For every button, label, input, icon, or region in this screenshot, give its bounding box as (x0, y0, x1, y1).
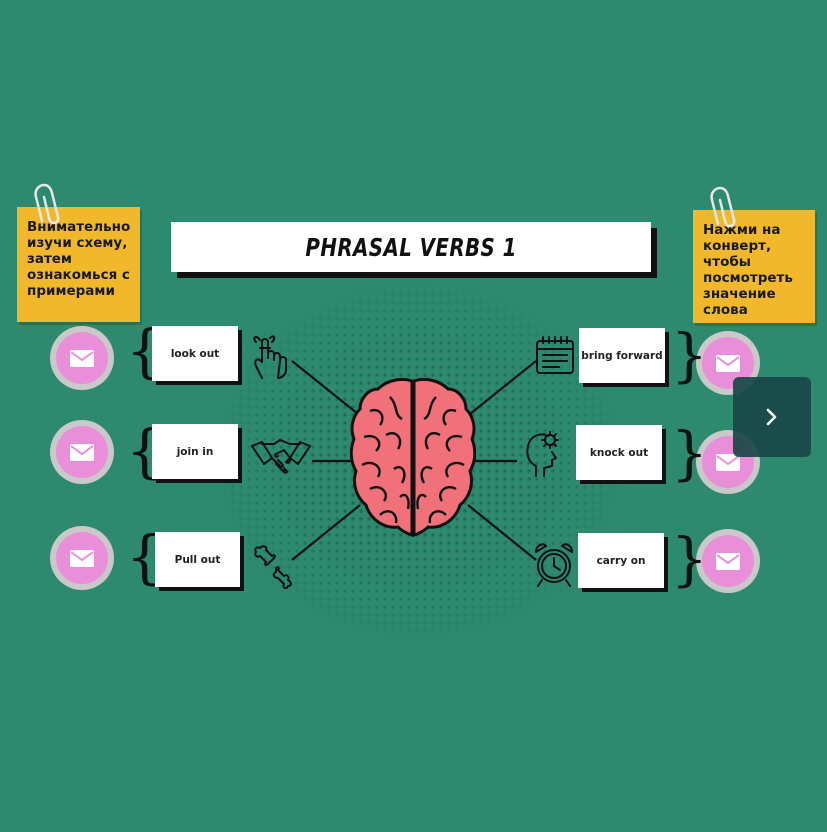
note-line: Нажми на (703, 222, 781, 238)
envelope-icon (70, 549, 94, 567)
calendar-icon (536, 336, 574, 374)
brain-illustration (350, 377, 476, 537)
verb-card-look-out[interactable]: look out (152, 326, 238, 381)
envelope-button-pull-out[interactable] (50, 526, 114, 590)
envelope-icon (70, 443, 94, 461)
next-slide-button[interactable] (733, 377, 811, 457)
verb-label: knock out (589, 446, 649, 459)
envelope-button-knock-out[interactable] (696, 430, 760, 494)
envelope-icon (716, 552, 740, 570)
envelope-icon (716, 354, 740, 372)
brace-right: } (671, 525, 708, 593)
bone-icon (254, 545, 292, 590)
brace-right: } (671, 419, 708, 487)
verb-label: bring forward (581, 349, 663, 362)
note-line: чтобы (703, 254, 752, 270)
verb-card-knock-out[interactable]: knock out (576, 425, 662, 480)
finger-string-icon (253, 335, 287, 379)
head-gear-icon (526, 431, 559, 477)
note-line: ознакомься с (27, 267, 130, 283)
chevron-right-icon (766, 408, 777, 426)
note-line: значение (703, 286, 776, 302)
note-line: изучи схему, (27, 235, 128, 251)
envelope-button-join-in[interactable] (50, 420, 114, 484)
verb-label: look out (170, 347, 220, 360)
page-title: PHRASAL VERBS 1 (305, 232, 517, 262)
alarm-clock-icon (535, 543, 573, 587)
paperclip-icon (34, 183, 60, 225)
title-banner: PHRASAL VERBS 1 (171, 222, 651, 272)
note-line: примерами (27, 283, 115, 299)
verb-card-join-in[interactable]: join in (152, 424, 238, 479)
verb-card-pull-out[interactable]: Pull out (155, 532, 240, 587)
verb-label: join in (176, 445, 214, 458)
note-line: слова (703, 302, 748, 318)
brace-right: } (671, 321, 708, 389)
envelope-button-carry-on[interactable] (696, 529, 760, 593)
note-line: посмотреть (703, 270, 793, 286)
instruction-note-right: Нажми на конверт, чтобы посмотреть значе… (693, 210, 815, 323)
verb-label: Pull out (174, 553, 221, 566)
verb-label: carry on (596, 554, 646, 567)
envelope-icon (70, 349, 94, 367)
note-line: затем (27, 251, 72, 267)
handshake-icon (251, 439, 311, 474)
envelope-icon (716, 453, 740, 471)
verb-card-carry-on[interactable]: carry on (578, 533, 664, 588)
envelope-button-look-out[interactable] (50, 326, 114, 390)
verb-card-bring-forward[interactable]: bring forward (579, 328, 665, 383)
note-line: конверт, (703, 238, 772, 254)
paperclip-icon (710, 186, 736, 228)
